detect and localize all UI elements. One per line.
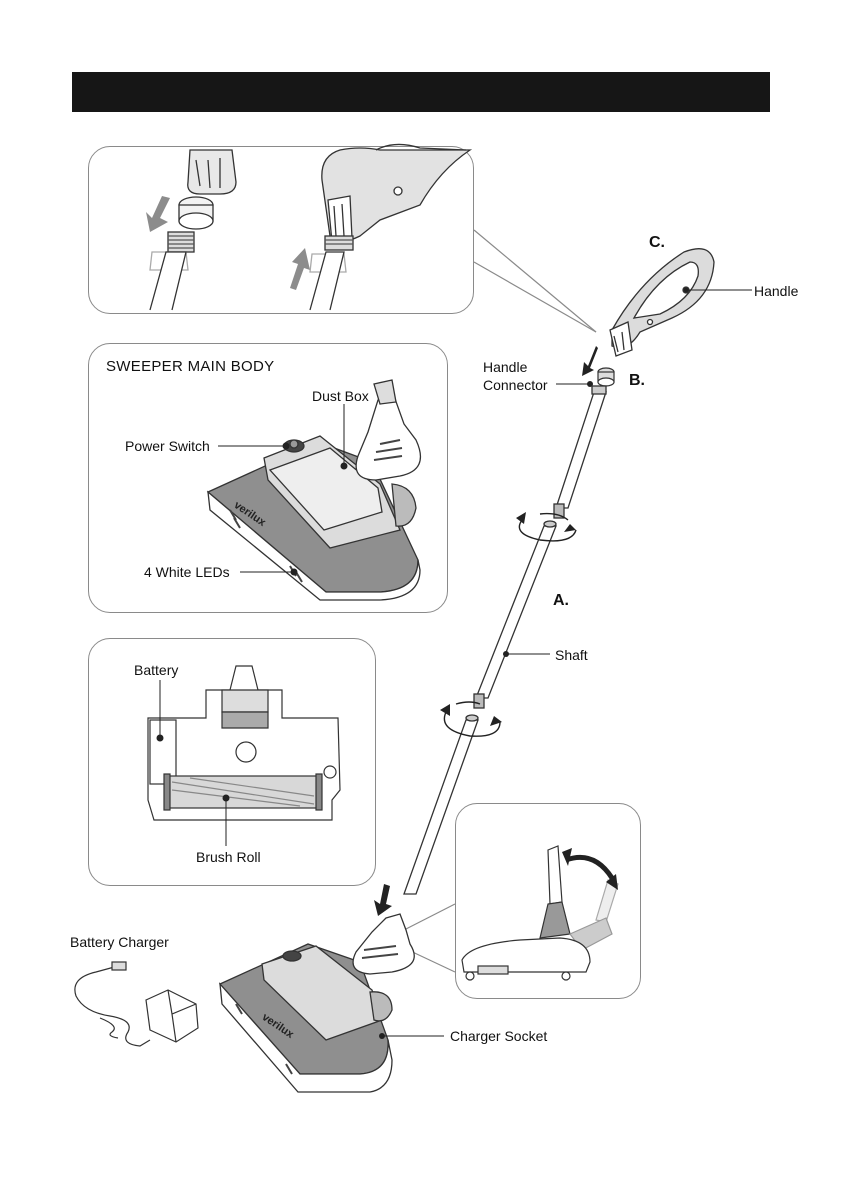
charger-socket-label: Charger Socket [450, 1028, 547, 1044]
underside-drawing [148, 666, 340, 820]
connector-detail-left [150, 150, 236, 310]
handle-connector-label-line2: Connector [483, 377, 548, 393]
charger-drawing [75, 962, 198, 1046]
tilt-detail-drawing [462, 846, 618, 980]
dust-box-label: Dust Box [312, 388, 369, 404]
white-leds-label: 4 White LEDs [144, 564, 230, 580]
arrow-down-grey [146, 196, 170, 232]
step-c-label: C. [649, 234, 665, 252]
arrow-up-grey [290, 248, 310, 290]
connector-detail-right [310, 144, 470, 310]
handle-connector-label-line1: Handle [483, 359, 527, 375]
main-body-drawing [208, 380, 420, 600]
step-a-label: A. [553, 592, 569, 610]
battery-label: Battery [134, 662, 178, 678]
tilt-arrow [566, 857, 612, 878]
battery-charger-label: Battery Charger [70, 934, 169, 950]
shaft-label: Shaft [555, 647, 588, 663]
power-switch-label: Power Switch [125, 438, 210, 454]
base-drawing [220, 914, 414, 1092]
main-body-panel-title: SWEEPER MAIN BODY [106, 358, 274, 375]
shaft-drawing [404, 386, 606, 894]
handle-label: Handle [754, 283, 798, 299]
step-b-label: B. [629, 372, 645, 390]
connector-ring [598, 368, 614, 386]
brush-roll-label: Brush Roll [196, 849, 261, 865]
handle-drawing [610, 249, 714, 356]
